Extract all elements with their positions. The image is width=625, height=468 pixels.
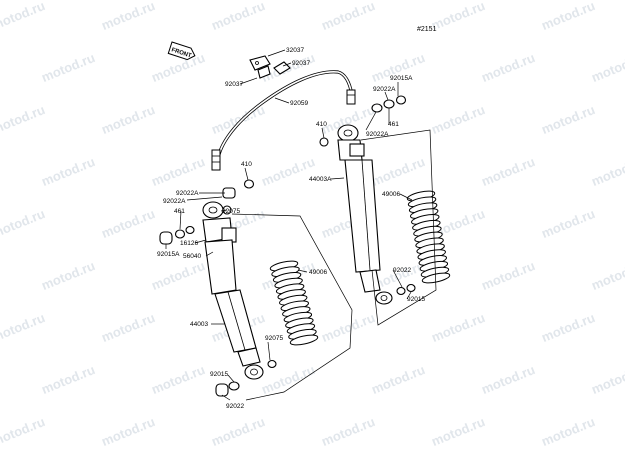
label-92022A-top: 92022A — [373, 86, 396, 93]
left-shock-44003 — [202, 201, 264, 380]
front-arrow-icon: FRONT — [167, 41, 196, 61]
label-92059: 92059 — [290, 100, 308, 107]
left-group-outline — [231, 213, 353, 401]
left-spring-49006 — [269, 260, 319, 346]
right-shock-44003A — [337, 124, 393, 305]
label-16126: 16126 — [180, 240, 198, 247]
label-49006-right: 49006 — [382, 191, 400, 198]
right-spring-49006 — [406, 190, 451, 284]
label-92015A-left: 92015A — [157, 251, 180, 258]
label-92015A-top: 92015A — [390, 75, 413, 82]
label-92075-upper: 92075 — [222, 208, 240, 215]
label-56040: 56040 — [183, 253, 201, 260]
part-labels: 32037 92037 92037 92059 92015A 92022A 46… — [157, 47, 425, 410]
label-461-left: 461 — [174, 208, 185, 215]
label-92075-lower: 92075 — [265, 335, 283, 342]
hose-92059 — [211, 70, 356, 171]
label-49006-left: 49006 — [309, 269, 327, 276]
spring-coil — [289, 334, 319, 346]
label-92037-right: 92037 — [292, 60, 310, 67]
label-32037: 32037 — [286, 47, 304, 54]
label-92022A-top2: 92022A — [366, 131, 389, 138]
right-group-outline — [360, 129, 437, 326]
label-92037-left: 92037 — [225, 81, 243, 88]
bracket-32037 — [249, 55, 271, 79]
label-410-right: 410 — [316, 121, 327, 128]
left-top-hardware — [159, 179, 255, 245]
label-92022A-left: 92022A — [176, 190, 199, 197]
left-bottom-hardware — [215, 359, 277, 397]
label-92022-right: 92022 — [393, 267, 411, 274]
right-bottom-hardware — [396, 283, 416, 296]
label-92022A-left2: 92022A — [163, 198, 186, 205]
bracket-92037 — [273, 61, 291, 75]
label-461-top: 461 — [388, 121, 399, 128]
leader-lines — [165, 49, 413, 401]
right-top-hardware — [319, 95, 407, 147]
diagram-ref-code: #2151 — [417, 26, 437, 33]
label-44003: 44003 — [190, 321, 208, 328]
label-92015-right: 92015 — [407, 296, 425, 303]
label-92022-left: 92022 — [226, 403, 244, 410]
label-92015-left: 92015 — [210, 371, 228, 378]
label-44003A: 44003A — [309, 176, 332, 183]
label-410-left: 410 — [241, 161, 252, 168]
